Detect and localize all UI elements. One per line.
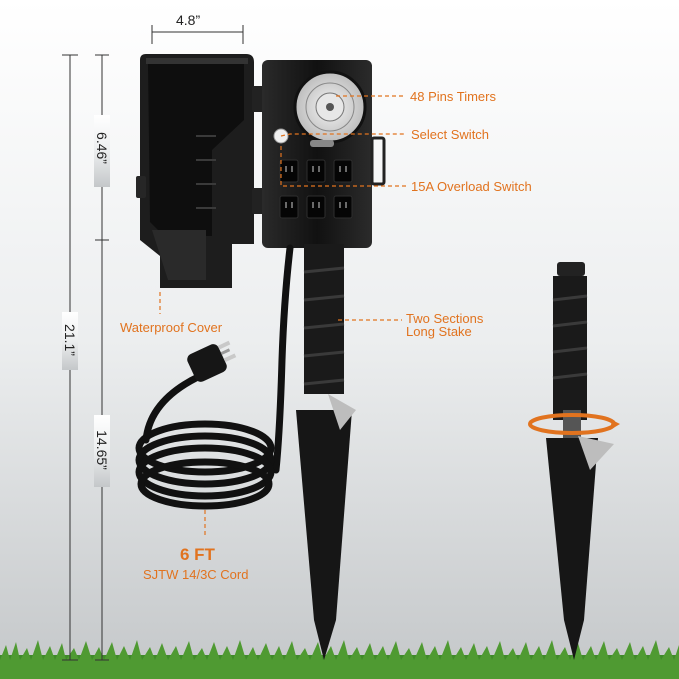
outlet-box [262,60,386,248]
waterproof-cover [136,54,264,288]
plug [187,340,237,382]
main-stake [296,244,356,660]
box-height-label: 6.46” [94,132,110,164]
stake-callout-line1: Two Sections [406,311,484,326]
separated-stake [528,262,620,660]
dimension-gaps [62,115,110,487]
overload-switch-callout: 15A Overload Switch [411,179,532,194]
cord-type-label: SJTW 14/3C Cord [143,567,249,582]
grass [0,640,679,679]
select-switch-callout: Select Switch [411,127,490,142]
stake-height-label: 14.65” [94,430,110,470]
cord-length-label: 6 FT [180,545,215,564]
callout-lines [159,95,406,538]
power-cord [135,244,294,510]
timer-callout: 48 Pins Timers [410,89,496,104]
stake-callout-line2: Long Stake [406,324,472,339]
cover-callout: Waterproof Cover [120,320,223,335]
width-label: 4.8” [176,12,201,28]
outlets [279,159,353,219]
total-height-label: 21.1” [62,324,78,356]
